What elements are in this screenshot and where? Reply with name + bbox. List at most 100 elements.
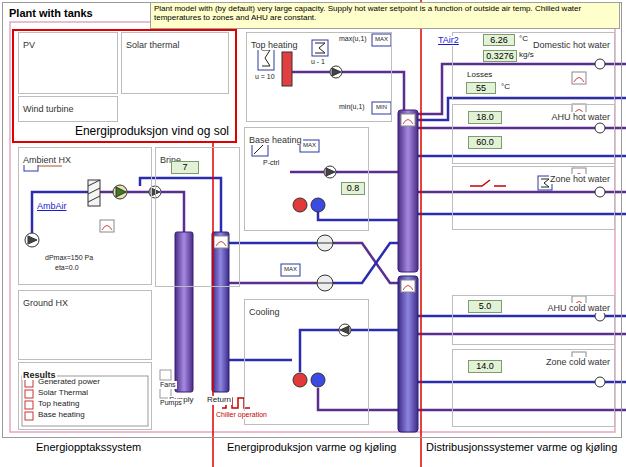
pump-symbol [25,59,605,387]
block-label: u = 10 [254,73,276,81]
heat-pump [293,198,307,212]
region-box: Energiproduksjon vind og sol PV Solar ther… [12,29,237,143]
pump-symbol [595,59,605,69]
pump-symbol [28,236,37,244]
pipe [300,330,398,372]
group-panel: Wind turbine [18,96,118,122]
value-box: 5.0 [468,300,502,313]
sensor-link: TAir2 [437,36,460,46]
node-label: Energiproduksjon vind og sol [74,125,230,139]
node-label: Domestic hot water [532,40,611,50]
heat-pump [311,373,325,387]
result-list [160,370,171,380]
region-label: Distribusjonssystemer varme og kjøling [425,441,618,453]
block-symbol [262,50,270,66]
node-label: AHU cold water [546,303,611,313]
value-box: 6.26 [483,34,515,46]
value-box: 18.0 [468,111,502,124]
result-list [25,401,33,409]
switch-symbol [470,180,506,186]
pipe [32,192,88,233]
node-label: PV [22,40,36,50]
icon-label: Fans [159,381,177,389]
heat-exchanger [317,283,333,284]
list-item: Solar Thermal [37,389,89,398]
pipe [318,211,398,220]
block-label: P-ctrl [262,159,280,167]
region-divider [212,143,214,467]
group-panel: AHU hot water 18.0 60.0 [452,104,615,164]
region-divider [420,0,422,467]
value-text: 7 [182,162,187,172]
pump-symbol [332,68,341,76]
pump-symbol [324,166,336,178]
value-text: 14.0 [476,361,494,371]
group-panel: Zone hot water [452,166,615,230]
result-list [25,390,33,398]
block-symbol [541,179,549,187]
block-symbol [312,40,328,56]
pipe [318,388,398,410]
icon-label: Pumps [159,399,183,407]
value-box: 0.3276 [483,50,517,62]
heat-pump [293,373,307,387]
block-symbol [372,102,391,114]
pipe [418,155,626,158]
value-box: 0.8 [341,182,365,195]
storage-tank [175,232,193,392]
pipe [290,171,398,174]
storage-tank [398,110,418,272]
pipe [333,243,398,283]
block-symbol [24,34,552,276]
value-text: 55 [476,83,486,93]
group-panel: PV [18,32,118,94]
list-item: Top heating [37,400,80,409]
pipe [229,359,292,362]
group-panel: Ambient HX [18,147,152,285]
node-label: Zone hot water [549,174,611,184]
pipe [229,282,317,285]
pipe [32,64,626,410]
storage-tank [212,232,229,392]
indicator-icon [100,72,586,364]
group-panel: Ground HX [18,290,152,360]
parameter-label: dPmax=150 Pa [44,254,94,262]
storage-tank [175,110,418,432]
value-box: 60.0 [468,136,502,149]
pump-symbol [595,187,605,197]
node-label: Plant with tanks [8,7,94,20]
block-label: min(u,1) [338,103,366,111]
block-label: MAX [302,142,317,149]
unit-label: °C [500,83,511,92]
heat-pump [311,198,325,212]
pipe [333,243,398,283]
group-panel: Zone cold water 14.0 [452,349,615,427]
value-text: 6.26 [490,35,508,45]
component-link: AmbAir [36,202,68,212]
indicator-icon [102,78,584,363]
result-list [22,376,148,426]
block-symbol [372,34,391,46]
list-item: Base heating [37,411,86,420]
node-label: Ground HX [22,298,69,308]
heat-exchanger [317,235,333,251]
pipe [140,178,221,232]
note-box: Plant model with (by default) very large… [150,2,620,29]
node-label: Zone cold water [545,357,611,367]
parameter-label: eta=0.0 [54,264,80,272]
value-text: 0.3276 [486,51,514,61]
block-label: MAX [283,266,298,273]
pump-symbol [339,324,351,336]
value-text: 0.8 [347,183,360,193]
unit-label: kg/s [518,51,535,60]
block-label: MAX [374,36,389,43]
pipe [418,333,626,336]
node-label: AHU hot water [550,112,611,122]
group-panel: Solar thermal [121,32,229,94]
block-symbol [300,140,319,152]
node-label: Wind turbine [22,104,75,114]
block-label: max(u,1) [338,35,368,43]
switch-symbol [470,180,506,186]
block-symbol [38,166,62,167]
tank-label: Return [206,396,232,405]
